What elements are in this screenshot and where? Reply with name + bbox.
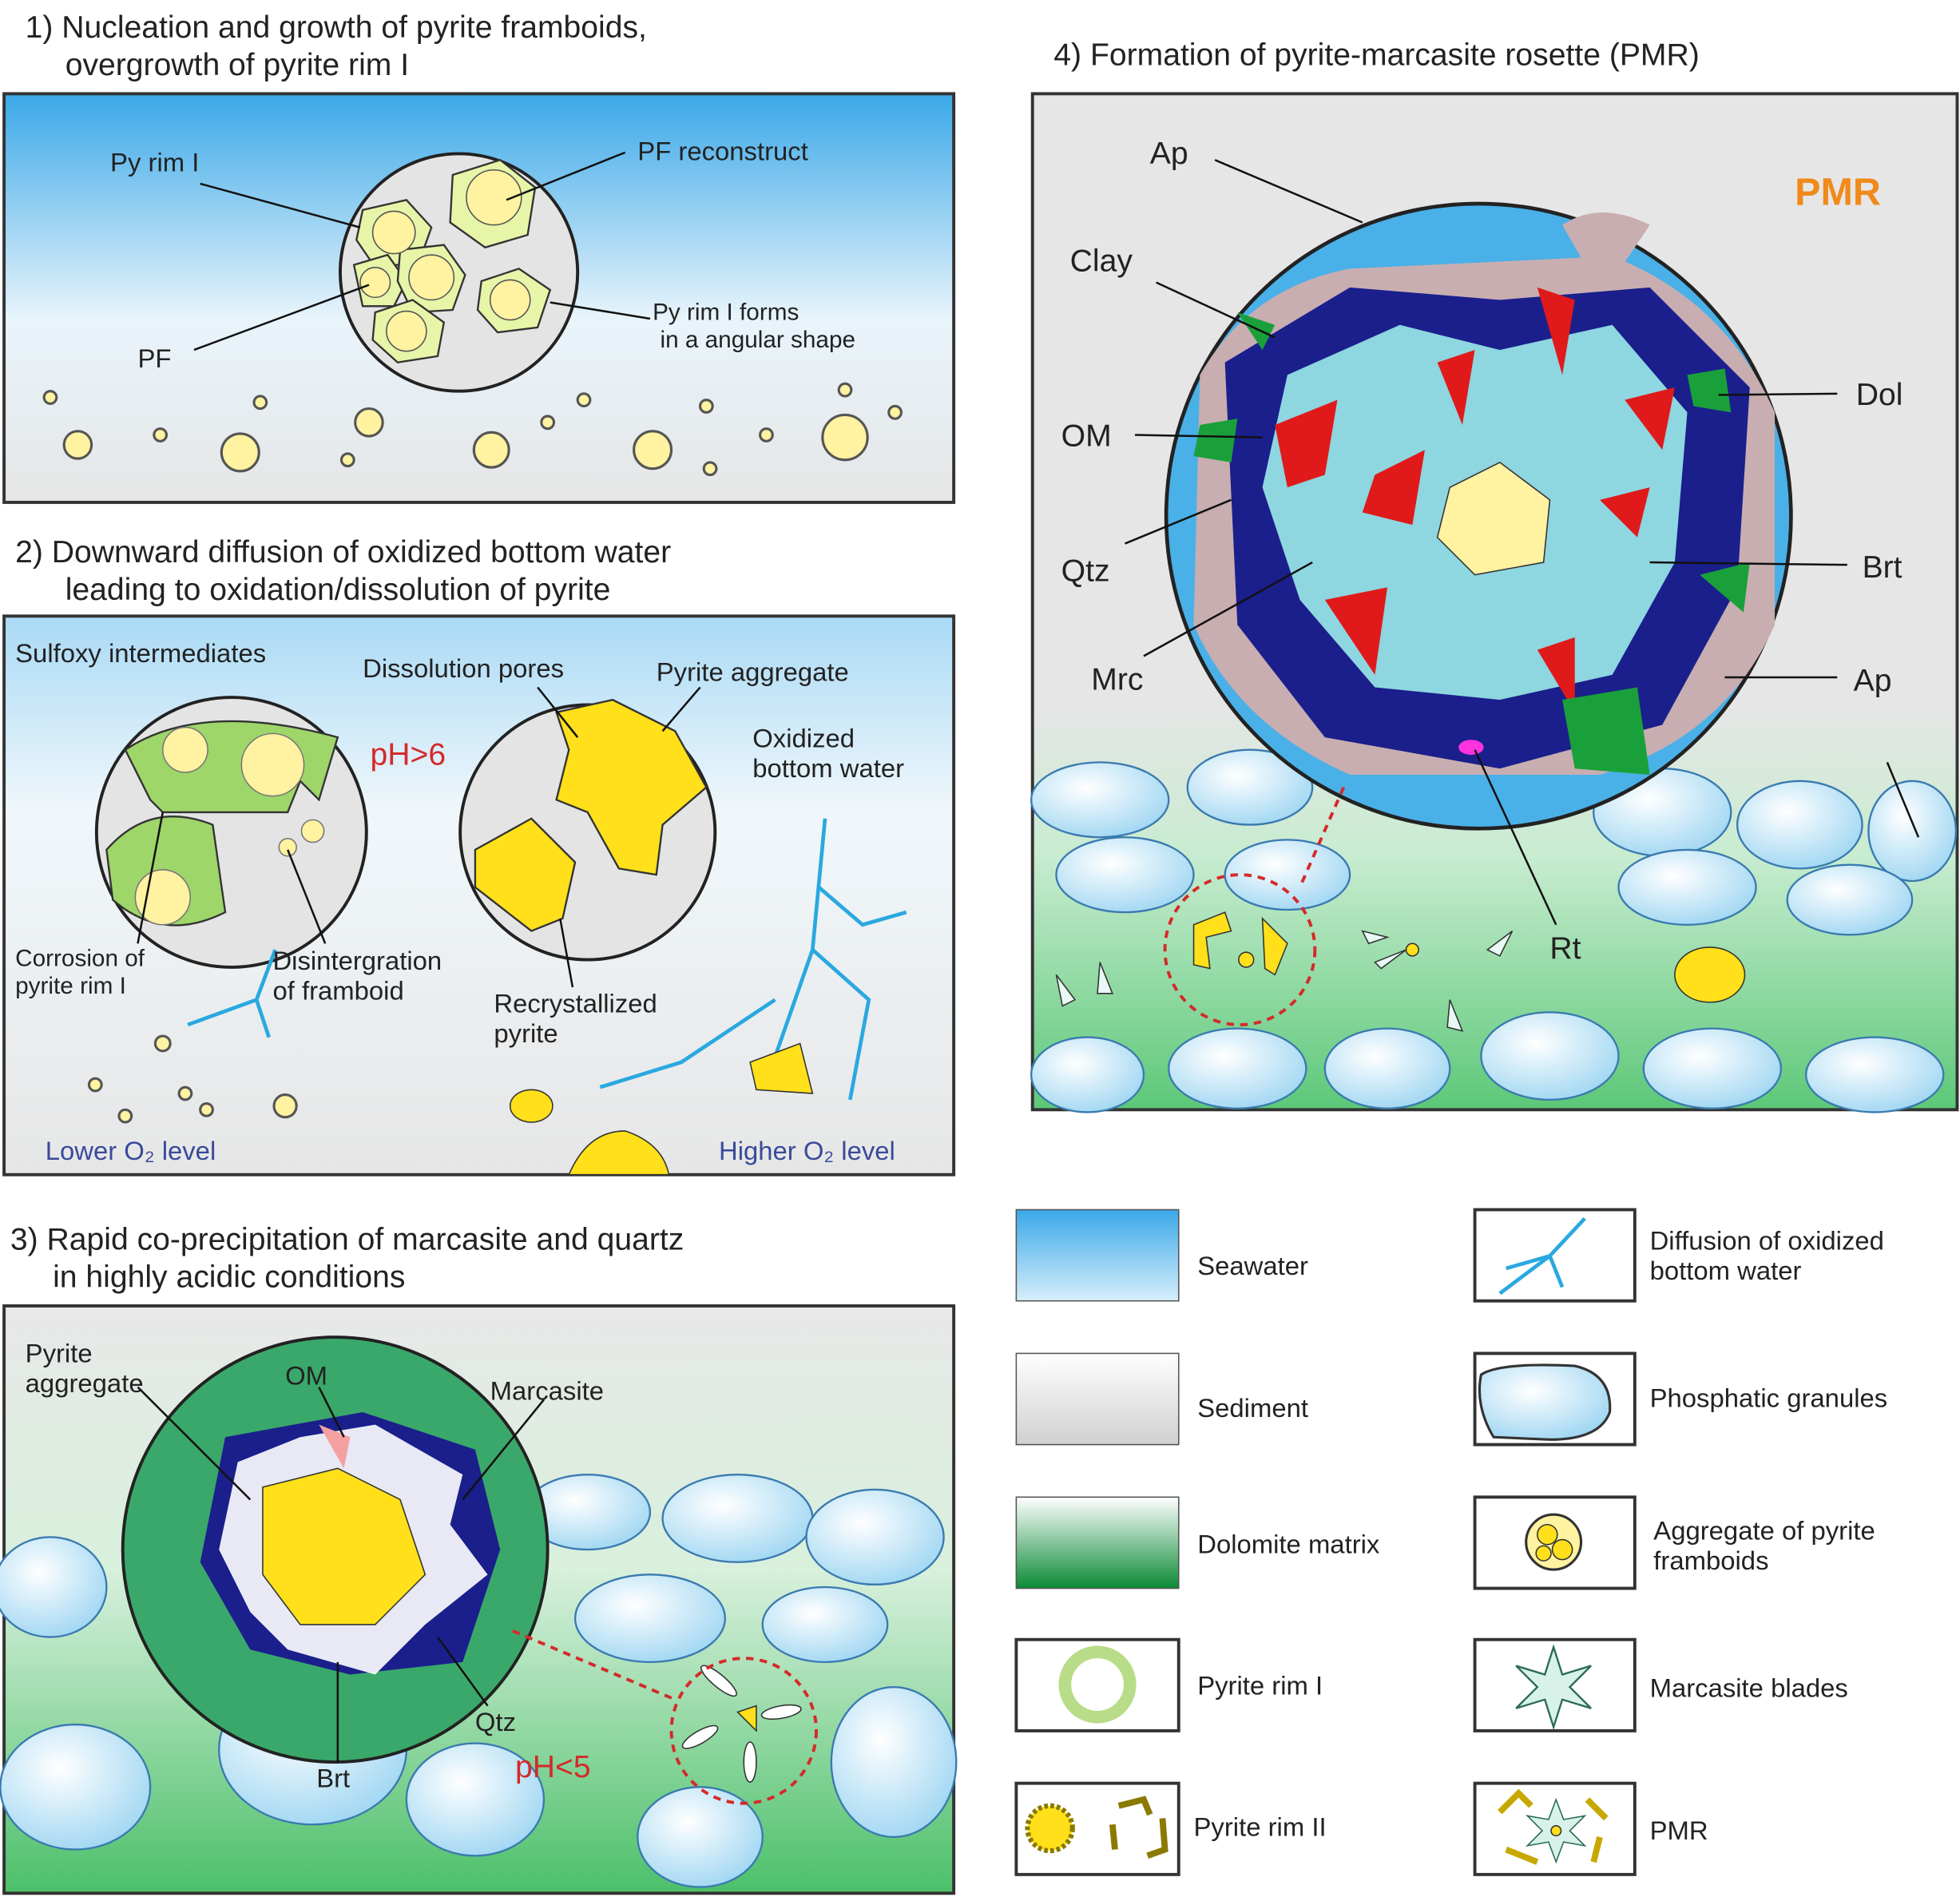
label-lower-o2: Lower O₂ level [46, 1136, 216, 1165]
legend: Seawater Sediment Dolomite matrix Pyrite… [1014, 1208, 1888, 1876]
panel-3-title: 3) Rapid co-precipitation of marcasite a… [10, 1223, 684, 1257]
label-py-rim: Py rim I [110, 147, 199, 177]
pmr-nucleus-callout [669, 1657, 818, 1805]
label-rt: Rt [1549, 931, 1581, 966]
panel-2-title: 2) Downward diffusion of oxidized bottom… [15, 535, 671, 569]
panel-1: 1) Nucleation and growth of pyrite framb… [2, 10, 956, 504]
label-ap-right: Ap [1854, 664, 1892, 698]
label-clay: Clay [1070, 244, 1133, 279]
legend-dolomite: Dolomite matrix [1197, 1530, 1380, 1559]
label-disintegration-1: Disintergration [272, 946, 442, 975]
oxidized-water-diffusion [187, 818, 907, 1101]
panel-4: 4) Formation of pyrite-marcasite rosette… [1030, 38, 1959, 1113]
label-sulfoxy: Sulfoxy intermediates [15, 638, 266, 668]
label-oxidized-1: Oxidized [752, 724, 855, 753]
label-corrosion-2: pyrite rim I [15, 973, 126, 999]
legend-pmr: PMR [1650, 1816, 1708, 1845]
legend-swatch-seawater [1015, 1208, 1180, 1302]
pyrite-aggregate-core [262, 1467, 427, 1625]
legend-granules: Phosphatic granules [1650, 1383, 1888, 1413]
legend-rim-i: Pyrite rim I [1197, 1671, 1323, 1701]
panel-4-title: 4) Formation of pyrite-marcasite rosette… [1053, 38, 1699, 72]
label-pmr: PMR [1795, 171, 1881, 214]
label-angular-2: in a angular shape [660, 327, 855, 353]
pyrite-core [1436, 461, 1551, 576]
label-brt-4: Brt [1863, 550, 1902, 585]
pyrite-aggregate [555, 698, 708, 876]
label-dissolution-pores: Dissolution pores [363, 653, 564, 683]
panel-2: 2) Downward diffusion of oxidized bottom… [2, 535, 956, 1177]
legend-sediment: Sediment [1197, 1393, 1308, 1423]
rim-ii-icon [1025, 1803, 1075, 1854]
legend-rim-ii: Pyrite rim II [1194, 1812, 1327, 1841]
panel-3: 3) Rapid co-precipitation of marcasite a… [0, 1223, 958, 1895]
label-mrc: Mrc [1091, 663, 1143, 697]
label-dol: Dol [1856, 378, 1903, 412]
legend-swatch-diffusion [1473, 1208, 1637, 1303]
scattered-framboids [42, 382, 903, 477]
label-ph-below-5: pH<5 [515, 1750, 591, 1784]
legend-swatch-dolomite [1015, 1496, 1180, 1589]
label-qtz: Qtz [475, 1707, 516, 1736]
rim-i-icon [1058, 1645, 1137, 1724]
label-recrystallized-1: Recrystallized [494, 988, 657, 1018]
granule-icon [1478, 1363, 1612, 1441]
organic-matter [1275, 287, 1675, 712]
label-recrystallized-2: pyrite [494, 1018, 557, 1048]
label-pyrite-2: aggregate [26, 1368, 144, 1398]
label-marcasite: Marcasite [490, 1375, 604, 1405]
label-pyrite-aggregate: Pyrite aggregate [657, 657, 849, 687]
marcasite-blades-icon [1515, 1644, 1592, 1731]
label-ph-above-6: pH>6 [370, 738, 446, 772]
label-pf-reconstruct: PF reconstruct [637, 136, 808, 165]
legend-diffusion-2: bottom water [1650, 1256, 1802, 1285]
panel-1-title-line2: overgrowth of pyrite rim I [65, 48, 409, 82]
legend-aggregate-1: Aggregate of pyrite [1653, 1516, 1875, 1546]
label-pyrite-1: Pyrite [26, 1338, 93, 1367]
label-angular-1: Py rim I forms [653, 300, 799, 326]
label-higher-o2: Higher O₂ level [719, 1136, 895, 1165]
panel-3-title-line2: in highly acidic conditions [53, 1260, 405, 1294]
legend-diffusion-1: Diffusion of oxidized [1650, 1226, 1884, 1256]
phosphatic-granules-4 [1030, 748, 1958, 1113]
label-ap-top: Ap [1150, 137, 1188, 171]
label-qtz-4: Qtz [1061, 554, 1110, 589]
legend-marcasite: Marcasite blades [1650, 1673, 1848, 1703]
label-corrosion-1: Corrosion of [15, 945, 145, 971]
pmr-callout [1163, 873, 1317, 1026]
panel-2-title-line2: leading to oxidation/dissolution of pyri… [65, 573, 611, 607]
legend-swatch-sediment [1015, 1352, 1180, 1446]
panel-1-title: 1) Nucleation and growth of pyrite framb… [26, 10, 647, 45]
label-om: OM [285, 1361, 327, 1391]
diffusion-icon [1498, 1216, 1586, 1296]
label-oxidized-2: bottom water [752, 753, 904, 783]
label-disintegration-2: of framboid [272, 976, 403, 1006]
label-om-4: OM [1061, 419, 1112, 454]
label-brt: Brt [316, 1763, 350, 1792]
legend-aggregate-2: framboids [1653, 1546, 1768, 1575]
legend-seawater: Seawater [1197, 1251, 1308, 1280]
label-pf: PF [137, 343, 171, 373]
